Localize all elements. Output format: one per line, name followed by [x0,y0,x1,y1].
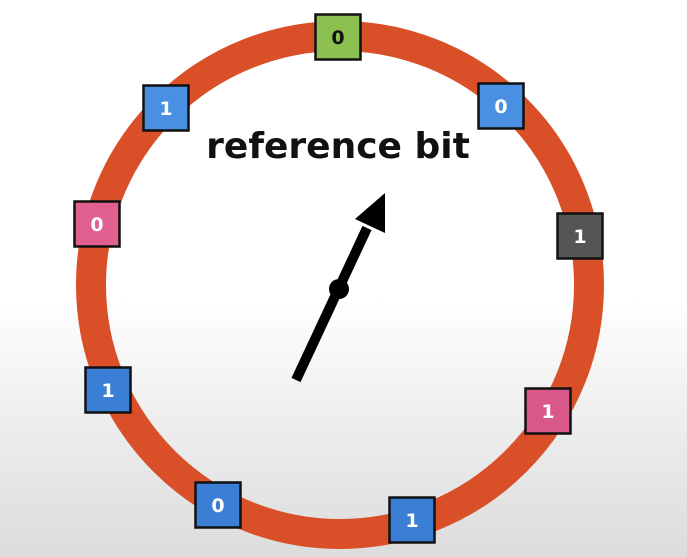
frame-box: 1 [388,496,436,544]
frame-reference-bit: 1 [405,510,418,532]
frame-box: 1 [142,84,190,132]
frames: 0 0 1 1 1 0 1 0 1 [73,13,604,544]
clock-hand [291,193,385,383]
frame-reference-bit: 0 [494,96,507,118]
clock-hand-pivot [329,279,349,299]
frame-box: 0 [73,200,121,248]
frame-box: 1 [524,387,572,435]
frame-box-fill [73,200,121,248]
frame-box-fill [524,387,572,435]
frame-reference-bit: 0 [331,27,344,49]
frame-reference-bit: 1 [101,380,114,402]
frame-reference-bit: 0 [90,214,103,236]
frame-box-fill [194,481,242,529]
frame-reference-bit: 0 [211,495,224,517]
frame-box-fill [84,366,132,414]
frame-box: 0 [314,13,362,61]
frame-box-fill [314,13,362,61]
frame-reference-bit: 1 [573,226,586,248]
frame-box: 0 [477,82,525,130]
frame-box-fill [388,496,436,544]
frame-box-fill [556,212,604,260]
clock-hand-shaft [291,225,372,383]
diagram-title: reference bit [206,126,470,167]
frame-box-fill [142,84,190,132]
frame-reference-bit: 1 [159,98,172,120]
frame-reference-bit: 1 [541,401,554,423]
frame-box-fill [477,82,525,130]
frame-box: 0 [194,481,242,529]
frame-box: 1 [84,366,132,414]
clock-hand-arrowhead [355,193,385,233]
frame-box: 1 [556,212,604,260]
